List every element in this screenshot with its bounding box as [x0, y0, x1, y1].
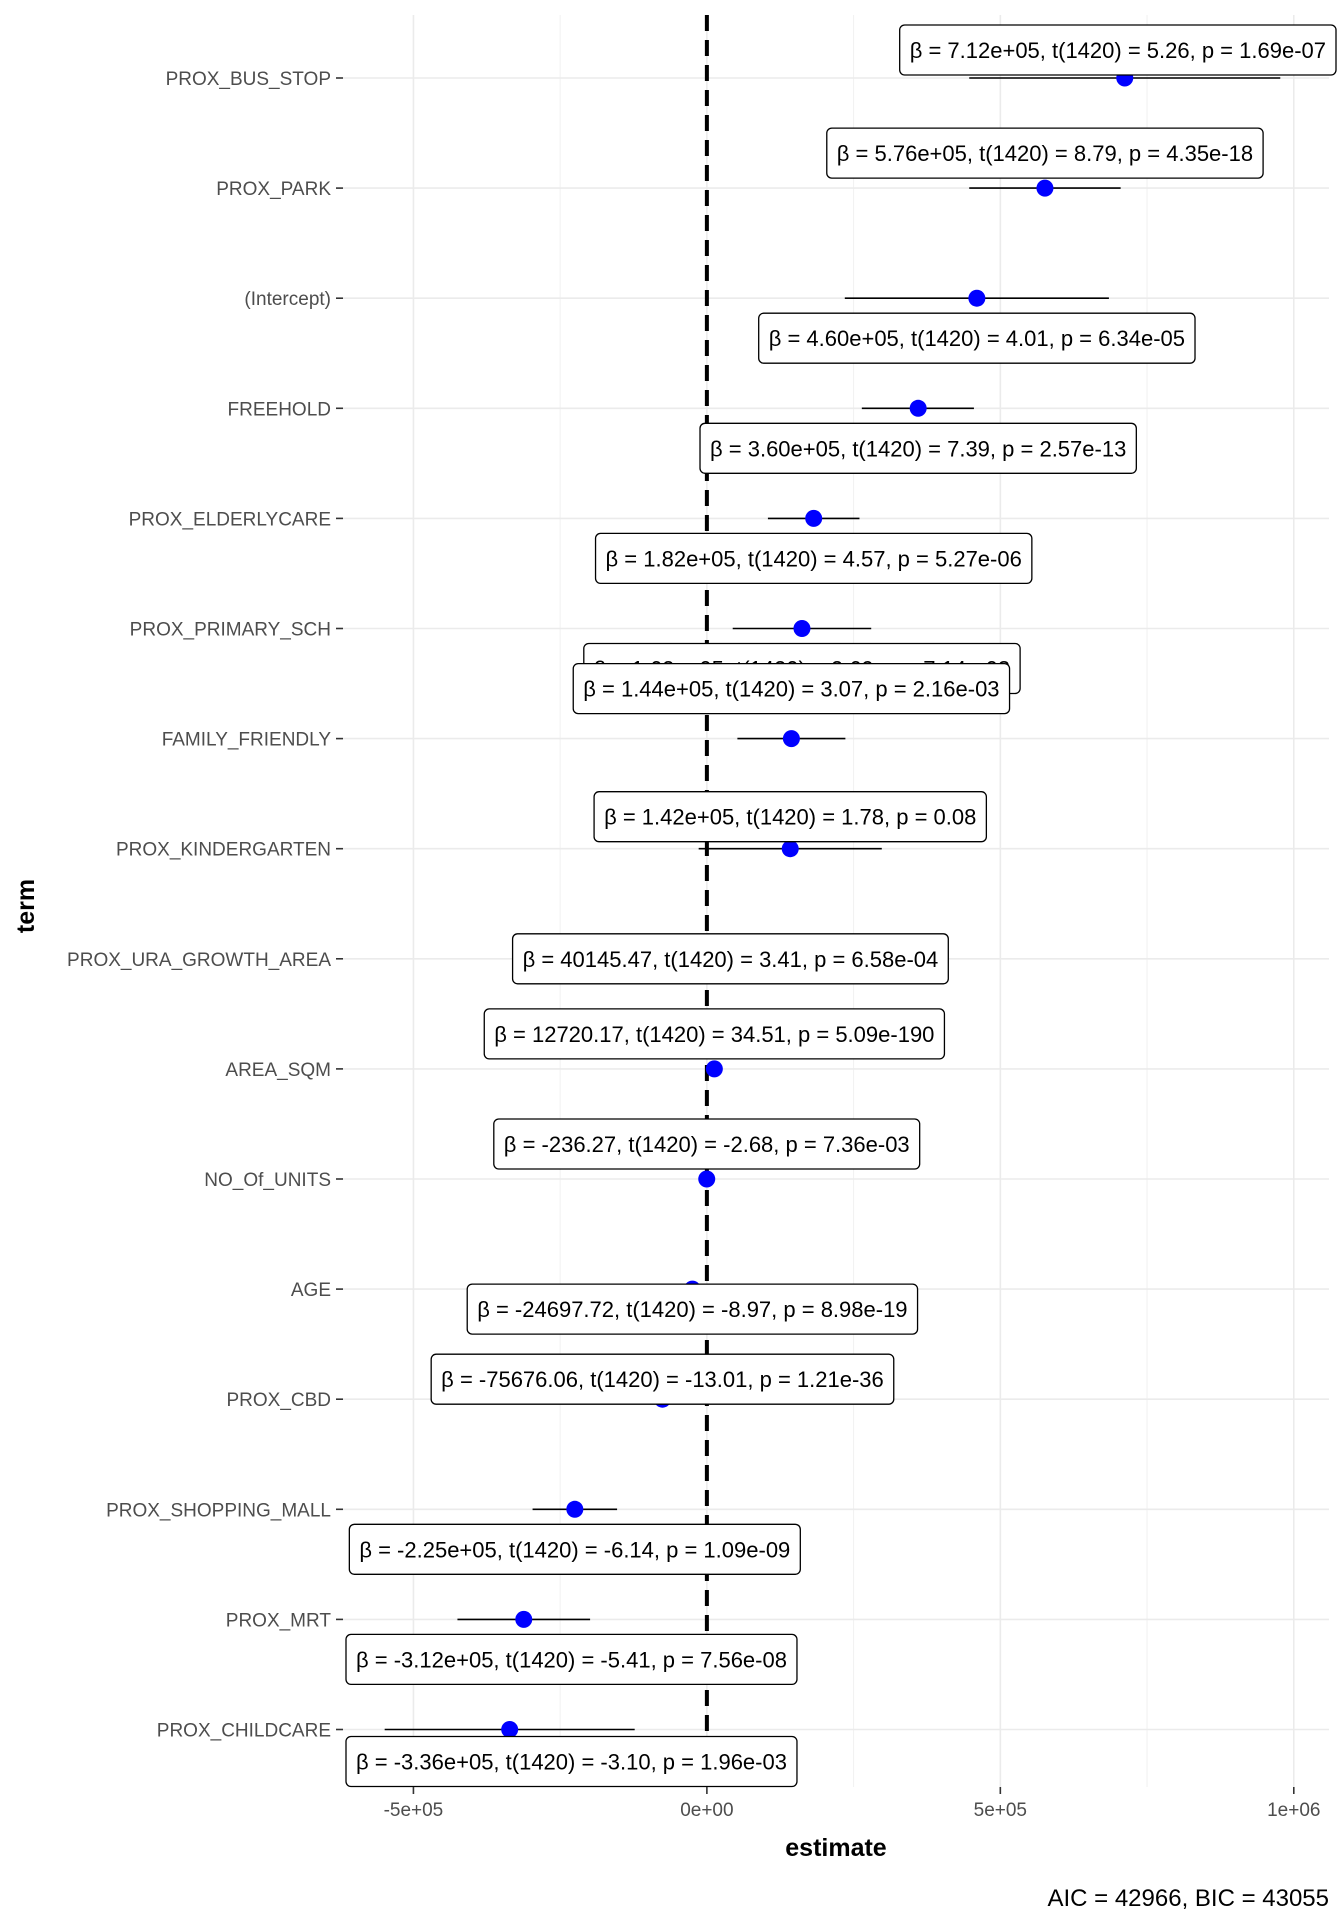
label-box	[899, 24, 1337, 76]
label-box	[826, 127, 1264, 179]
y-tick-label: NO_Of_UNITS	[204, 1170, 331, 1191]
label-text: β = 40145.47, t(1420) = 3.41, p = 6.58e-…	[523, 947, 939, 972]
coefficient-label: β = 12720.17, t(1420) = 34.51, p = 5.09e…	[483, 1008, 946, 1060]
coefficient-label: β = -24697.72, t(1420) = -8.97, p = 8.98…	[466, 1283, 919, 1335]
axes: PROX_BUS_STOP PROX_PARK (Intercept) FREEHOL…	[67, 69, 1320, 1821]
y-tick-label: PROX_ELDERLYCARE	[129, 509, 331, 530]
estimate-point	[705, 1060, 723, 1078]
label-text: β = 12720.17, t(1420) = 34.51, p = 5.09e…	[494, 1022, 934, 1047]
label-text: β = -236.27, t(1420) = -2.68, p = 7.36e-…	[504, 1132, 910, 1157]
y-tick-label: AREA_SQM	[225, 1060, 331, 1081]
y-tick-label: PROX_SHOPPING_MALL	[106, 1500, 331, 1521]
label-box	[493, 1118, 921, 1170]
estimate-point	[805, 509, 823, 527]
label-box	[348, 1523, 801, 1575]
label-text: β = -3.36e+05, t(1420) = -3.10, p = 1.96…	[356, 1750, 787, 1775]
label-text: β = 1.44e+05, t(1420) = 3.07, p = 2.16e-…	[583, 677, 999, 702]
estimate-point	[515, 1610, 533, 1628]
coefficient-label: β = 1.42e+05, t(1420) = 1.78, p = 0.08	[593, 791, 988, 843]
estimate-point	[1036, 179, 1054, 197]
y-tick-label: PROX_CHILDCARE	[157, 1721, 331, 1742]
coefficient-label: β = 1.82e+05, t(1420) = 4.57, p = 5.27e-…	[594, 532, 1033, 585]
coefficient-label: β = -3.36e+05, t(1420) = -3.10, p = 1.96…	[345, 1735, 798, 1788]
y-tick-label: PROX_PARK	[216, 179, 331, 200]
label-box	[699, 422, 1137, 474]
estimate-point	[781, 840, 799, 858]
label-text: β = -3.12e+05, t(1420) = -5.41, p = 7.56…	[356, 1647, 787, 1672]
label-box	[466, 1283, 919, 1335]
y-tick-label: FAMILY_FRIENDLY	[162, 730, 332, 751]
label-box	[345, 1633, 798, 1686]
label-box	[594, 532, 1033, 585]
label-box	[758, 312, 1196, 364]
estimate-point	[793, 620, 811, 637]
x-tick-label: 1e+06	[1267, 1800, 1320, 1821]
coefficient-label: β = 1.44e+05, t(1420) = 3.07, p = 2.16e-…	[572, 662, 1011, 715]
label-box	[345, 1735, 798, 1788]
y-tick-label: AGE	[291, 1280, 331, 1301]
coefficient-label: β = 4.60e+05, t(1420) = 4.01, p = 6.34e-…	[758, 312, 1196, 364]
coefficient-label: β = -3.12e+05, t(1420) = -5.41, p = 7.56…	[345, 1633, 798, 1686]
label-text: β = 5.76e+05, t(1420) = 8.79, p = 4.35e-…	[837, 141, 1253, 166]
label-box	[593, 791, 988, 843]
label-box	[511, 933, 949, 985]
y-axis-title: term	[12, 879, 40, 933]
estimate-point	[698, 1170, 716, 1188]
label-text: β = 7.12e+05, t(1420) = 5.26, p = 1.69e-…	[910, 38, 1326, 63]
coefficient-label: β = -75676.06, t(1420) = -13.01, p = 1.2…	[430, 1353, 895, 1405]
label-text: β = -24697.72, t(1420) = -8.97, p = 8.98…	[477, 1297, 907, 1322]
coefficient-label: β = 40145.47, t(1420) = 3.41, p = 6.58e-…	[511, 933, 949, 985]
label-text: β = -75676.06, t(1420) = -13.01, p = 1.2…	[441, 1367, 884, 1392]
label-text: β = 1.42e+05, t(1420) = 1.78, p = 0.08	[604, 805, 976, 830]
estimate-point	[782, 730, 800, 748]
label-text: β = 1.82e+05, t(1420) = 4.57, p = 5.27e-…	[606, 546, 1022, 571]
estimate-point	[566, 1500, 584, 1518]
coefficient-label: β = -236.27, t(1420) = -2.68, p = 7.36e-…	[493, 1118, 921, 1170]
y-tick-label: PROX_CBD	[226, 1390, 331, 1411]
x-axis-title: estimate	[785, 1834, 887, 1862]
y-tick-label: PROX_KINDERGARTEN	[116, 840, 331, 861]
y-tick-label: PROX_PRIMARY_SCH	[130, 620, 331, 641]
coefficient-label: β = 3.60e+05, t(1420) = 7.39, p = 2.57e-…	[699, 422, 1137, 474]
y-tick-label: PROX_MRT	[226, 1610, 332, 1631]
y-tick-label: PROX_URA_GROWTH_AREA	[67, 950, 331, 971]
x-tick-label: -5e+05	[384, 1800, 444, 1821]
y-tick-label: PROX_BUS_STOP	[166, 69, 331, 90]
chart-caption: AIC = 42966, BIC = 43055	[1047, 1885, 1329, 1912]
label-box	[572, 662, 1011, 715]
coefficient-labels: β = 7.12e+05, t(1420) = 5.26, p = 1.69e-…	[345, 24, 1337, 1788]
x-tick-label: 0e+00	[680, 1800, 733, 1821]
label-text: β = 3.60e+05, t(1420) = 7.39, p = 2.57e-…	[710, 436, 1126, 461]
estimate-point	[968, 289, 986, 307]
y-tick-label: FREEHOLD	[228, 399, 331, 420]
coefficient-label: β = 5.76e+05, t(1420) = 8.79, p = 4.35e-…	[826, 127, 1264, 179]
y-tick-label: (Intercept)	[244, 289, 331, 310]
estimate-point	[501, 1721, 519, 1738]
label-text: β = -2.25e+05, t(1420) = -6.14, p = 1.09…	[359, 1537, 790, 1562]
estimate-point	[909, 399, 927, 417]
label-box	[430, 1353, 895, 1405]
coefficient-label: β = 7.12e+05, t(1420) = 5.26, p = 1.69e-…	[899, 24, 1337, 76]
label-box	[483, 1008, 946, 1060]
coefficient-label: β = -2.25e+05, t(1420) = -6.14, p = 1.09…	[348, 1523, 801, 1575]
label-text: β = 4.60e+05, t(1420) = 4.01, p = 6.34e-…	[769, 326, 1185, 351]
x-tick-label: 5e+05	[974, 1800, 1027, 1821]
